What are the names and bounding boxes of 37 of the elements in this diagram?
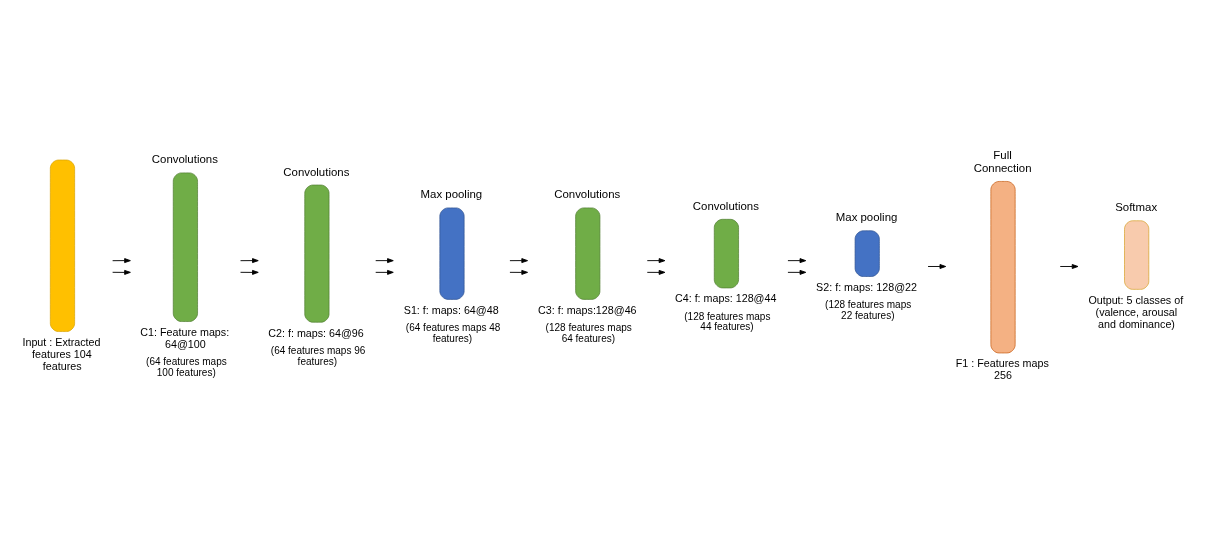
arrow — [375, 269, 394, 275]
node-label: Softmax — [1115, 201, 1158, 214]
arrow — [646, 258, 666, 264]
arrow — [112, 258, 131, 264]
node-label: (64 features maps 48 features) — [405, 321, 501, 344]
node-label: Max pooling — [420, 188, 483, 201]
arrow — [927, 264, 947, 269]
arrow — [509, 258, 528, 264]
node-label: (64 features maps 96 features) — [270, 344, 366, 367]
node-label: (128 features maps 64 features) — [545, 321, 632, 344]
node-label: C3: f: maps:128@46 — [538, 303, 637, 316]
node-label: Max pooling — [835, 211, 898, 224]
node-label: (128 features maps 22 features) — [825, 299, 912, 321]
node-label: C2: f: maps: 64@96 — [268, 326, 364, 339]
node-label: Convolutions — [283, 165, 350, 178]
arrow — [787, 258, 807, 264]
arrow — [509, 269, 528, 275]
node-label: C1: Feature maps: 64@100 — [140, 325, 230, 350]
node-label: Input : Extracted features 104 features — [22, 335, 101, 373]
node-label: Output: 5 classes of (valence, arousal and dominance) — [1088, 293, 1184, 330]
node-label: (128 features maps 44 features) — [684, 310, 771, 333]
arrow — [787, 269, 807, 275]
node-label: S1: f: maps: 64@48 — [403, 303, 499, 316]
node-label: Convolutions — [554, 188, 621, 201]
node-label: (64 features maps 100 features) — [146, 356, 227, 378]
arrow — [1059, 264, 1079, 269]
arrow — [375, 258, 394, 264]
node-label: S2: f: maps: 128@22 — [816, 280, 917, 293]
node-label: Convolutions — [151, 153, 218, 166]
node-label: C4: f: maps: 128@44 — [674, 292, 777, 305]
node-label: F1 : Features maps 256 — [955, 357, 1049, 382]
node-label: Convolutions — [692, 199, 759, 212]
arrow — [646, 269, 666, 275]
arrow — [240, 269, 259, 275]
node-label: Full Connection — [973, 149, 1032, 175]
arrow — [240, 258, 259, 264]
arrow — [112, 269, 131, 275]
